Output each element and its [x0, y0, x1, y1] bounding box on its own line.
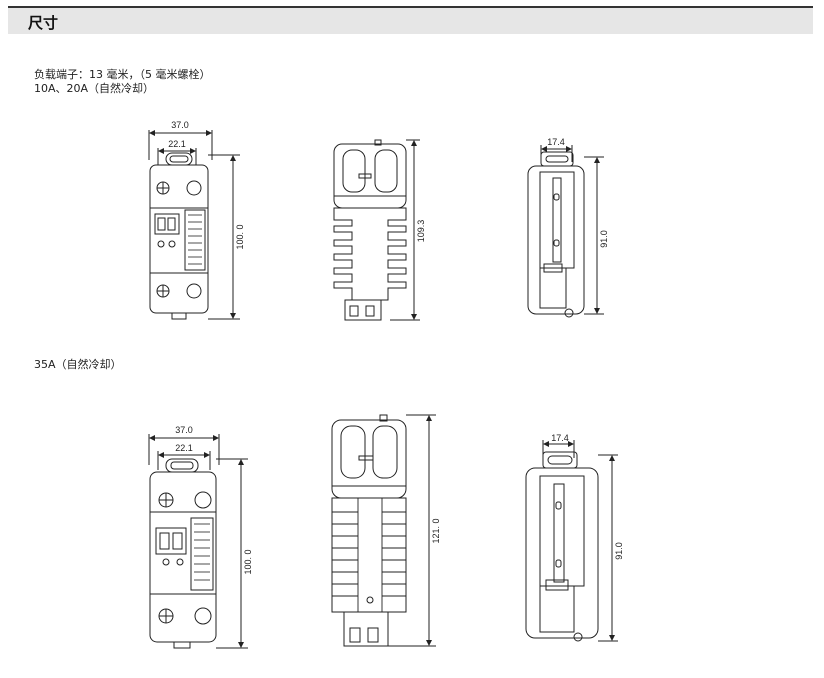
front-width-label: 37.0	[171, 120, 189, 130]
front-inner-width-label: 22.1	[175, 443, 193, 453]
side-height-label: 121. 0	[431, 518, 441, 543]
front-width-label: 37.0	[175, 425, 193, 435]
back-height-label: 91.0	[599, 230, 609, 248]
model-note-10a-20a: 10A、20A（自然冷却）	[34, 82, 155, 95]
front-height-label: 100. 0	[243, 549, 253, 574]
front-view-top	[148, 130, 240, 320]
back-view-top	[527, 145, 604, 318]
back-width-label: 17.4	[547, 137, 565, 147]
back-height-label: 91.0	[614, 542, 624, 560]
front-height-label: 100. 0	[235, 224, 245, 249]
model-note-35a: 35A（自然冷却）	[34, 358, 122, 371]
front-inner-width-label: 22.1	[168, 139, 186, 149]
back-view-bottom	[525, 440, 618, 642]
section-title: 尺寸	[28, 14, 59, 32]
front-view-bottom	[148, 434, 248, 649]
side-view-bottom	[331, 414, 436, 647]
back-width-label: 17.4	[551, 433, 569, 443]
side-height-label: 109.3	[416, 220, 426, 243]
load-terminal-note: 负载端子：13 毫米，（5 毫米螺栓）	[34, 68, 211, 81]
section-header: 尺寸	[8, 6, 813, 34]
side-view-top	[333, 139, 420, 321]
